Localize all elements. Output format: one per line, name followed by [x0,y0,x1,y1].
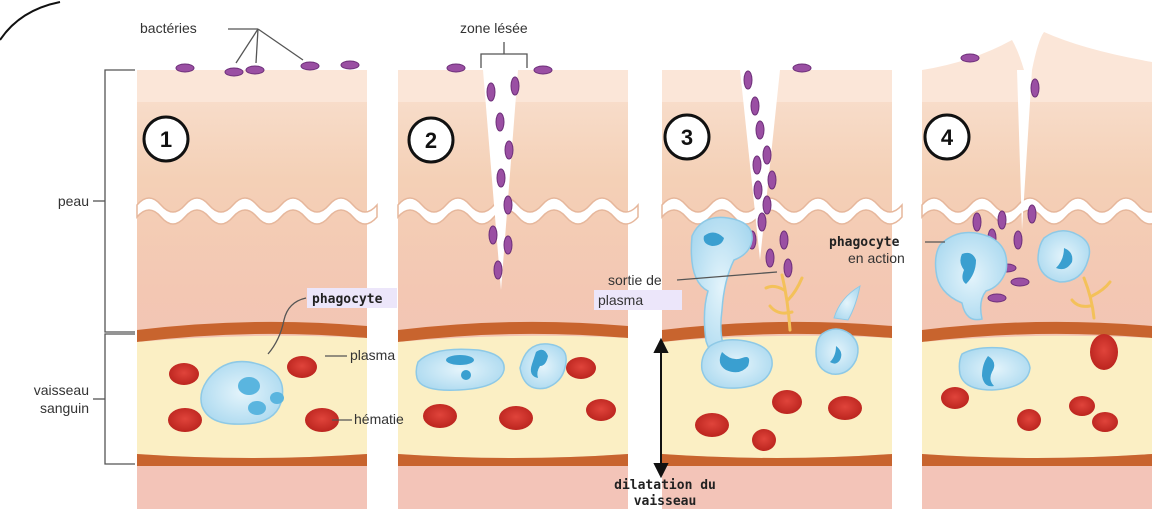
label-peau: peau [58,193,89,209]
label-plasma: plasma [350,347,395,363]
label-phagocyte: phagocyte [312,292,383,307]
panel-number-3: 3 [665,115,709,159]
svg-text:1: 1 [160,127,172,152]
label-hematie: hématie [354,411,404,427]
frame-arc [0,2,60,40]
svg-text:3: 3 [681,125,693,150]
panel-number-4: 4 [925,115,969,159]
panel-4 [922,32,1152,509]
svg-text:2: 2 [425,128,437,153]
label-sortie-1: sortie de [608,272,662,288]
bracket-zone-lesee [481,42,527,68]
panel-number-1: 1 [144,117,188,161]
label-dilatation-1: dilatation du [614,478,716,493]
label-vaisseau-1: vaisseau [34,382,89,398]
leader-bacteries [228,29,303,63]
bracket-vaisseau [93,334,135,464]
label-bacteries: bactéries [140,20,197,36]
label-sortie-2: plasma [598,292,643,308]
label-phagocyte-action-1: phagocyte [829,235,900,250]
panel-number-2: 2 [409,118,453,162]
bracket-peau [93,70,135,332]
label-dilatation-2: vaisseau [634,494,697,509]
label-vaisseau-2: sanguin [40,400,89,416]
label-zone-lesee: zone lésée [460,20,528,36]
label-phagocyte-action-2: en action [848,250,905,266]
svg-text:4: 4 [941,125,954,150]
